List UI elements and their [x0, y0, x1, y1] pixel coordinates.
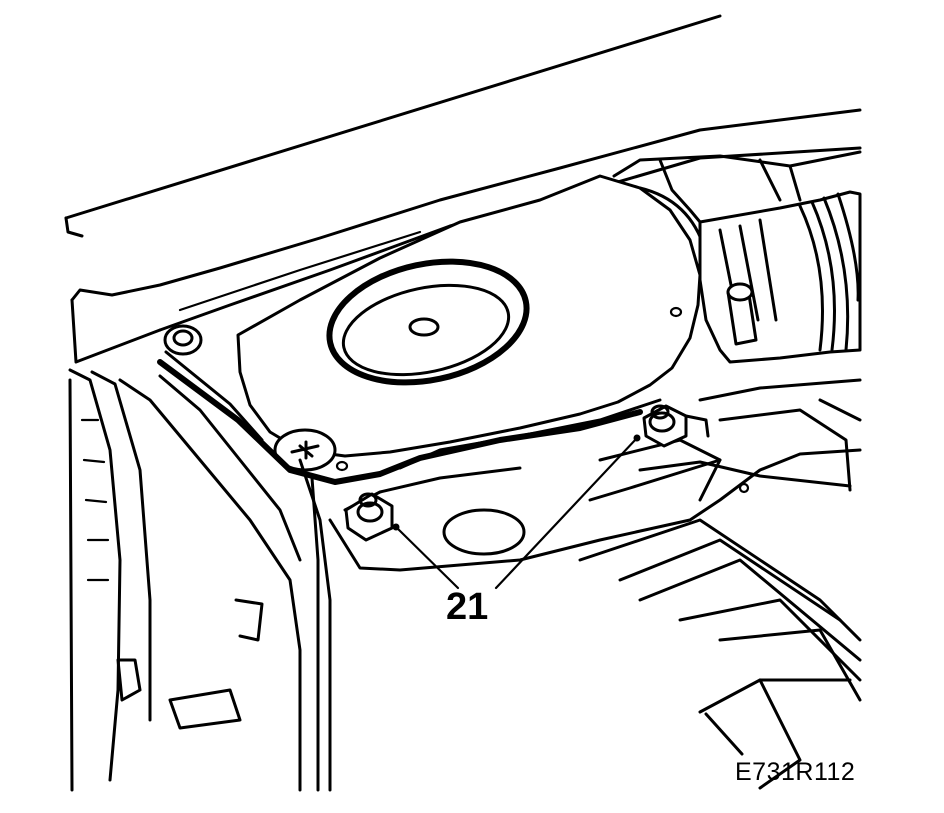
leader-line-right	[494, 436, 639, 590]
figure-code: E731R112	[735, 758, 856, 786]
left-inner-panel	[68, 368, 332, 792]
fixing-nut-left	[344, 492, 394, 542]
strut-tower-cover	[236, 174, 707, 472]
air-intake-hose	[612, 150, 862, 364]
leader-line-left	[394, 525, 460, 590]
cover-seal-edge	[157, 350, 662, 485]
callout-label: 21	[446, 586, 489, 628]
callout-leaders	[392, 434, 641, 590]
lower-chassis-panels	[328, 378, 862, 790]
fixing-nut-right	[642, 404, 710, 448]
bolt-top-left	[163, 324, 203, 356]
